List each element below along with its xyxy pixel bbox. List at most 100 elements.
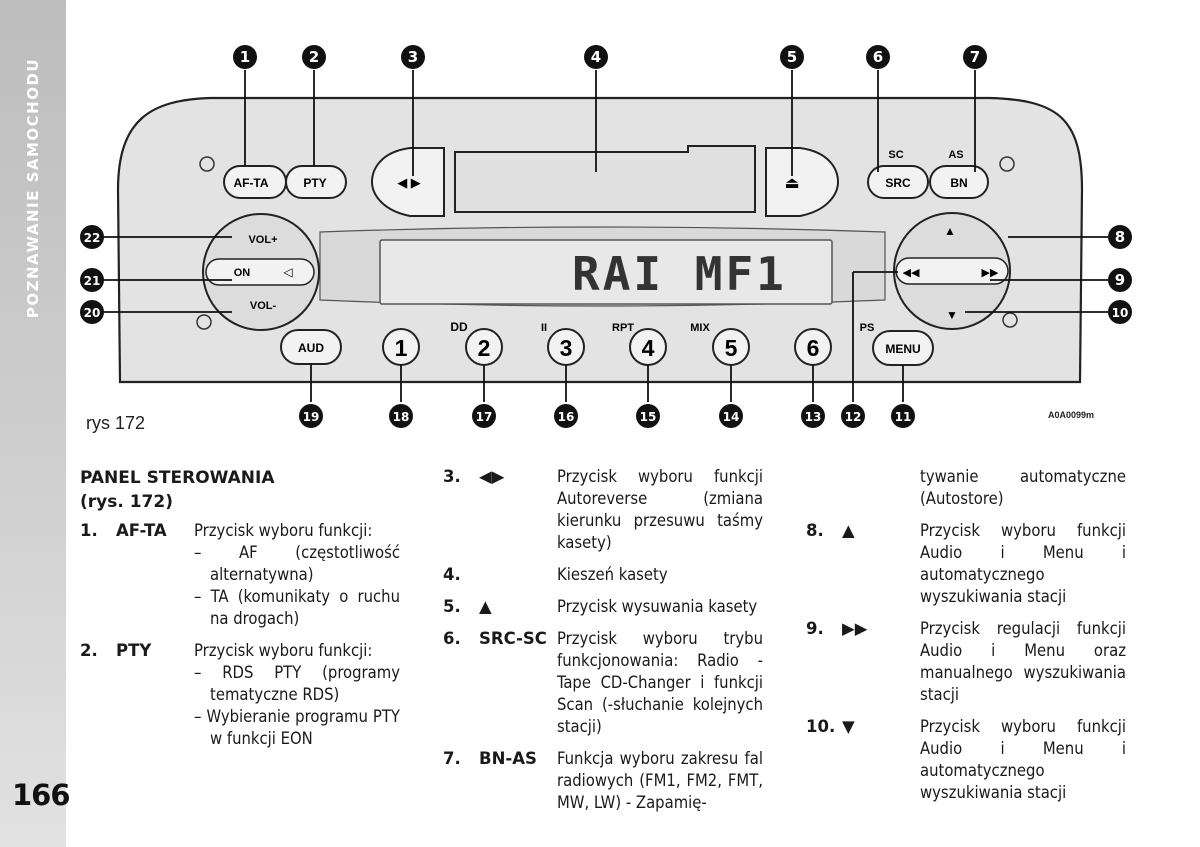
eject-button[interactable] — [765, 147, 840, 217]
fast-forward-icon[interactable]: ▶▶ — [982, 267, 999, 279]
sc-label: SC — [888, 149, 903, 161]
figure-code: A0A0099m — [1048, 410, 1095, 420]
item-text: Przycisk wyboru funkcji: — [194, 521, 373, 540]
figure-caption: rys 172 — [86, 413, 146, 433]
preset-label-6: 6 — [807, 335, 820, 361]
svg-text:22: 22 — [84, 231, 101, 245]
vol-minus-label: VOL- — [250, 300, 277, 312]
svg-text:13: 13 — [805, 410, 822, 424]
bullet: TA (komunikaty o ruchu na drogach) — [194, 586, 400, 630]
svg-text:7: 7 — [970, 48, 980, 66]
callout-marker-11 — [891, 404, 915, 428]
list-item: 9. ▶▶ Przycisk regulacji funkcji Audio i… — [806, 618, 1126, 706]
autoreverse-button[interactable] — [370, 147, 445, 217]
preset-label-5: 5 — [725, 335, 738, 361]
callout-marker-3 — [401, 45, 425, 69]
mute-icon: ◁ — [283, 265, 293, 279]
section-subtitle: (rys. 172) — [80, 492, 173, 512]
svg-text:4: 4 — [591, 48, 601, 66]
svg-text:20: 20 — [84, 306, 101, 320]
callout-marker-15 — [636, 404, 660, 428]
item-text: Funkcja wyboru zakresu fal radiowych (FM… — [557, 749, 763, 812]
up-arrow-icon[interactable]: ▲ — [944, 224, 956, 238]
callout-marker-19 — [299, 404, 323, 428]
on-label: ON — [234, 267, 251, 279]
callout-marker-8 — [1108, 225, 1132, 249]
callout-leaders — [102, 70, 1108, 402]
callout-marker-17 — [472, 404, 496, 428]
rpt-label: RPT — [612, 322, 634, 334]
svg-text:2: 2 — [309, 48, 319, 66]
item-text: Przycisk wysuwania kasety — [557, 597, 758, 616]
on-button[interactable] — [205, 258, 315, 286]
svg-text:10: 10 — [1112, 306, 1129, 320]
list-item: 3. ◀▶ Przycisk wyboru funkcji Autorevers… — [443, 466, 763, 554]
callout-marker-2 — [302, 45, 326, 69]
item-text: Przycisk wyboru trybu funkcjonowania: Ra… — [557, 629, 763, 736]
item-number: 2. — [80, 641, 98, 660]
rewind-icon[interactable]: ◀◀ — [903, 267, 920, 279]
svg-text:8: 8 — [1115, 228, 1125, 246]
item-text: Przycisk wyboru funkcji Audio i Menu i a… — [920, 717, 1126, 802]
item-text: Kieszeń kasety — [557, 565, 668, 584]
svg-text:18: 18 — [393, 410, 410, 424]
down-arrow-icon[interactable]: ▼ — [946, 308, 958, 322]
item-code: SRC-SC — [479, 629, 547, 648]
preset-label-1: 1 — [395, 335, 408, 361]
seek-bar[interactable] — [895, 257, 1009, 285]
callout-marker-6 — [866, 45, 890, 69]
svg-text:14: 14 — [723, 410, 740, 424]
svg-text:12: 12 — [845, 410, 862, 424]
screw-hole — [199, 156, 215, 172]
preset-label-4: 4 — [642, 335, 655, 361]
vol-plus-label: VOL+ — [248, 234, 277, 246]
list-item: 2. PTY Przycisk wyboru funkcji: RDS PTY … — [80, 640, 400, 750]
callout-marker-12 — [841, 404, 865, 428]
svg-text:11: 11 — [895, 410, 912, 424]
src-label: SRC — [885, 176, 911, 190]
svg-text:1: 1 — [240, 48, 250, 66]
bn-button[interactable] — [929, 165, 989, 199]
item-number: 3. — [443, 467, 461, 486]
item-description: Przycisk wyboru funkcji: RDS PTY (progra… — [194, 640, 400, 750]
callout-marker-5 — [780, 45, 804, 69]
pty-button[interactable] — [285, 165, 347, 199]
item-bullets: AF (częstotliwość alternatywna) TA (komu… — [194, 542, 400, 630]
as-label: AS — [948, 149, 963, 161]
item-code: BN-AS — [479, 749, 537, 768]
ii-label: II — [541, 322, 547, 334]
text-column-1: PANEL STEROWANIA (rys. 172) 1. AF-TA Prz… — [80, 466, 400, 760]
item-number: 10. — [806, 717, 836, 736]
callout-marker-14 — [719, 404, 743, 428]
cassette-slot — [454, 145, 756, 213]
callout-marker-22 — [80, 225, 104, 249]
svg-text:19: 19 — [303, 410, 320, 424]
lcd-display — [379, 239, 833, 305]
svg-text:6: 6 — [873, 48, 883, 66]
screw-hole — [999, 156, 1015, 172]
screw-hole — [196, 314, 212, 330]
callout-markers: 1 2 3 4 5 6 7 8 9 10 11 12 13 14 15 16 1… — [80, 45, 1132, 428]
bn-label: BN — [950, 176, 967, 190]
preset-label-2: 2 — [478, 335, 491, 361]
item-code: ▶▶ — [842, 619, 868, 638]
item-code: ▼ — [842, 717, 855, 736]
callout-marker-16 — [554, 404, 578, 428]
callout-marker-1 — [233, 45, 257, 69]
item-number: 6. — [443, 629, 461, 648]
item-description: Przycisk wyboru funkcji: AF (częstotliwo… — [194, 520, 400, 630]
item-number: 8. — [806, 521, 824, 540]
page-number: 166 — [12, 778, 71, 812]
text-column-2: 3. ◀▶ Przycisk wyboru funkcji Autorevers… — [443, 466, 763, 824]
item-continuation: tywanie automatyczne (Autostore) — [920, 467, 1126, 508]
list-item: 5. ▲ Przycisk wysuwania kasety — [443, 596, 763, 618]
item-bullets: RDS PTY (programy tematyczne RDS) Wybier… — [194, 662, 400, 750]
eject-icon: ⏏ — [784, 175, 799, 192]
autoreverse-icon: ◀ ▶ — [397, 175, 421, 190]
svg-text:17: 17 — [476, 410, 493, 424]
list-item: 6. SRC-SC Przycisk wyboru trybu funkcjon… — [443, 628, 763, 738]
svg-text:15: 15 — [640, 410, 657, 424]
item-number: 4. — [443, 565, 461, 584]
src-button[interactable] — [867, 165, 929, 199]
bullet: Wybieranie programu PTY w funkcji EON — [194, 706, 400, 750]
